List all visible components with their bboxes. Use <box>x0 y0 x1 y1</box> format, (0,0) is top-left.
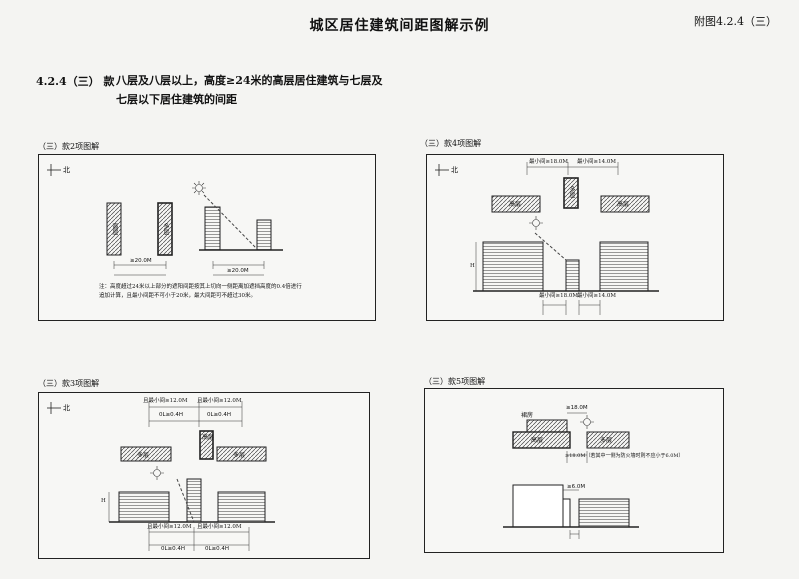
sun-icon <box>150 466 164 480</box>
top-dim: ≥18.0M <box>566 405 588 411</box>
panel-2-note: 注：高度超过24米以上部分的遮阳间距按其上切向一侧距离加遮挡高度的0.4倍进行追… <box>99 284 302 299</box>
top-dim-b: 且最小间≥12.0M <box>197 398 242 404</box>
high-building-label: 高层 <box>531 437 544 444</box>
panel-2: 北 高层 多层 ≥20.0M ≥20.0M 注：高度超过24米以上部分的遮阳间距… <box>38 154 376 321</box>
clause-number: 4.2.4（三） 款 <box>36 75 115 88</box>
spacing-dim-left: ≥20.0M <box>130 258 152 264</box>
multi-building-label: 多层 <box>600 437 613 444</box>
high-building-section <box>512 484 564 528</box>
podium-label: 裙房 <box>521 412 534 419</box>
high-building-left <box>106 202 122 256</box>
height-label: H <box>470 263 475 269</box>
sun-icon <box>192 181 206 195</box>
panel-5: 裙房 高层 多层 ≥18.0M ≥18.0M（若其中一侧为防火墙时则不应小于6.… <box>424 388 724 553</box>
panel-4-drawing <box>435 162 659 315</box>
height-label: H <box>101 498 106 504</box>
multi-building-left-label: 多层 <box>137 452 150 459</box>
top-dim-b: 最小间≥14.0M <box>577 159 616 165</box>
panel-3: 北 且最小间≥12.0M 且最小间≥12.0M 0L≥0.4H 0L≥0.4H … <box>38 392 370 559</box>
top-dim-c: 0L≥0.4H <box>159 412 184 418</box>
panel-4: 北 最小间≥18.0M 最小间≥14.0M 多层 高层 高层 H 最小间≥18.… <box>426 154 724 321</box>
panel-2-drawing <box>47 164 283 276</box>
high-building-right <box>600 195 650 213</box>
north-label: 北 <box>451 166 458 174</box>
clause-text: 八层及八层以上，高度≥24米的高层居住建筑与七层及七层以下居住建筑的间距 <box>116 74 383 106</box>
north-label: 北 <box>63 166 70 174</box>
panel-5-drawing <box>503 412 639 539</box>
top-dim-a: 且最小间≥12.0M <box>143 398 188 404</box>
high-building-right <box>204 206 221 251</box>
panel-4-label: （三）款4项图解 <box>420 139 482 148</box>
low-building <box>256 219 272 251</box>
multi-building <box>586 431 630 449</box>
north-arrow <box>47 402 61 414</box>
low-building-right <box>217 491 266 523</box>
page-title: 城区居住建筑间距图解示例 <box>309 18 490 34</box>
sun-icon <box>529 216 543 230</box>
high-building-label: 高层 <box>202 434 215 441</box>
panel-2-label: （三）款2项图解 <box>38 142 100 151</box>
high-building <box>512 431 571 449</box>
multi-building <box>563 177 579 209</box>
top-dim-d: 0L≥0.4H <box>207 412 232 418</box>
top-dim-a: 最小间≥18.0M <box>529 159 568 165</box>
bottom-dim-c: 0L≥0.4H <box>161 546 186 552</box>
spacing-dim-right: ≥20.0M <box>227 268 249 274</box>
tall-building-right <box>599 241 649 292</box>
high-building <box>199 430 214 460</box>
bottom-dim: ≥6.0M <box>567 484 586 490</box>
bottom-dim-d: 0L≥0.4H <box>205 546 230 552</box>
panel-3-drawing <box>47 401 275 551</box>
tall-building <box>186 478 202 523</box>
multi-building-right-label: 多层 <box>233 452 246 459</box>
multi-building-label: 多层 <box>568 186 575 198</box>
low-building-left <box>118 491 170 523</box>
multi-building-left <box>120 446 172 462</box>
multi-building-section <box>578 498 630 528</box>
high-building-label: 高层 <box>111 223 118 235</box>
multi-building-right <box>216 446 267 462</box>
high-building-left-label: 高层 <box>509 201 522 208</box>
bottom-dim-b: 且最小间≥12.0M <box>197 524 242 530</box>
multi-building <box>157 202 173 256</box>
bottom-dim-a: 最小间≥18.0M <box>539 293 578 299</box>
bottom-dim-b: 最小间≥14.0M <box>577 293 616 299</box>
multi-building-label: 多层 <box>162 223 169 235</box>
low-building <box>565 259 580 292</box>
figure-reference: 附图4.2.4（三） <box>694 15 777 28</box>
panel-3-label: （三）款3项图解 <box>38 379 100 388</box>
north-arrow <box>435 164 449 176</box>
high-building-right-label: 高层 <box>617 201 630 208</box>
high-building-left <box>491 195 541 213</box>
bottom-dim-a: 且最小间≥12.0M <box>147 524 192 530</box>
north-label: 北 <box>63 404 70 412</box>
tall-building-left <box>482 241 544 292</box>
sun-icon <box>580 415 594 429</box>
north-arrow <box>47 164 61 176</box>
podium <box>526 419 568 433</box>
middle-dim: ≥18.0M（若其中一侧为防火墙时则不应小于6.0M） <box>565 453 684 459</box>
panel-5-label: （三）款5项图解 <box>424 377 486 386</box>
podium-section <box>562 498 571 528</box>
